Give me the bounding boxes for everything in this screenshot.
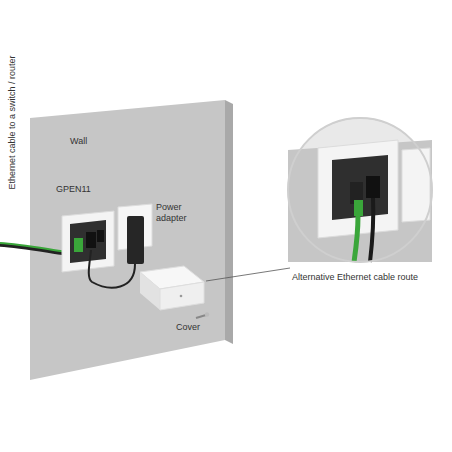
zoom-circle [288, 118, 432, 262]
label: Power adapter [156, 202, 198, 224]
socket-plate [62, 211, 114, 272]
ethernet-cable [0, 243, 66, 252]
wall-side [225, 100, 233, 344]
zoom-circle-rim [288, 118, 432, 262]
ethernet-plug [74, 238, 83, 252]
zoom-power-plug [366, 176, 380, 198]
leader-line [206, 268, 290, 281]
adapter-cable [89, 250, 135, 288]
zoom-wall [288, 140, 432, 262]
cover-front [160, 282, 204, 310]
cover-led [180, 295, 183, 298]
label: GPEN11 [56, 184, 91, 195]
label: Cover [176, 322, 200, 333]
zoom-power-cable [370, 198, 373, 262]
power-adapter [127, 216, 144, 264]
screw [196, 315, 206, 318]
screw-head [205, 312, 209, 316]
gpen11-module [70, 220, 106, 263]
connector [97, 230, 104, 242]
zoom-module [332, 155, 388, 220]
label: Alternative Ethernet cable route [292, 272, 418, 283]
cover-side [140, 272, 160, 310]
power-plug [86, 232, 96, 248]
label: Wall [70, 136, 87, 147]
label: Ethernet cable to a switch / router [7, 55, 18, 189]
wall-front [30, 100, 225, 380]
zoom-ethernet-cable [354, 216, 358, 262]
zoom-ethernet-plug [354, 200, 363, 216]
